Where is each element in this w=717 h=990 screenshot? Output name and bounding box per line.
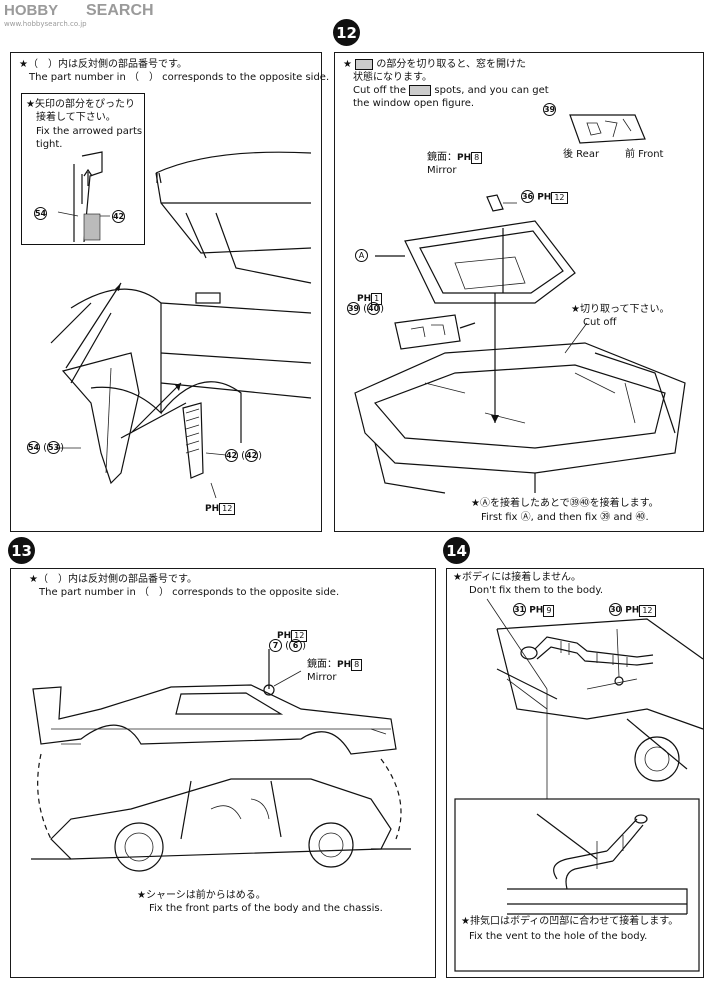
exhaust-illustration xyxy=(454,598,704,972)
step13-bottom-en: Fix the front parts of the body and the … xyxy=(149,903,383,914)
step-12-number: 12 xyxy=(333,19,360,46)
step13-note-jp: ★（ ）内は反対側の部品番号です。 xyxy=(29,574,197,585)
inset-note-en2: tight. xyxy=(36,139,63,150)
mirror-en-13: Mirror xyxy=(307,672,337,683)
inset-note-en1: Fix the arrowed parts xyxy=(36,126,143,137)
part-54: 54 xyxy=(27,441,40,454)
inset-note-jp1: ★矢印の部分をぴったり xyxy=(26,99,135,110)
cut-off-en: Cut off xyxy=(583,317,617,328)
part-39-illustration xyxy=(569,114,646,144)
inset-box: ★矢印の部分をぴったり 接着して下さい。 Fix the arrowed par… xyxy=(21,93,145,245)
part-39-inset: 39 xyxy=(543,103,556,116)
step14-note-en2: Fix the vent to the hole of the body. xyxy=(469,931,648,942)
logo-text: SEARCH xyxy=(86,2,154,19)
step-13-number: 13 xyxy=(8,537,35,564)
inset-part-54: 54 xyxy=(34,207,47,220)
step12-note-jp2: 状態になります。 xyxy=(353,72,432,83)
label-42-42: 42 (42) xyxy=(225,449,262,462)
step14-note-en1: Don't fix them to the body. xyxy=(469,585,604,596)
step13-bottom-jp: ★シャーシは前からはめる。 xyxy=(137,890,266,901)
logo-subtext: www.hobbysearch.co.jp xyxy=(4,20,87,28)
inset-note-jp2: 接着して下さい。 xyxy=(36,112,116,123)
step12-note-jp1: ★ の部分を切り取ると、窓を開けた xyxy=(343,58,526,70)
step-12-panel: ★ の部分を切り取ると、窓を開けた 状態になります。 Cut off the s… xyxy=(334,52,704,532)
body-chassis-illustration xyxy=(31,649,411,872)
inset-fender-illustration xyxy=(57,151,110,243)
step-14-number: 14 xyxy=(443,537,470,564)
site-logo: HOBBY SEARCH www.hobbysearch.co.jp xyxy=(0,0,170,32)
step-13-panel: ★（ ）内は反対側の部品番号です。 The part number in （ ）… xyxy=(10,568,436,978)
label-54-53: 54 (53) xyxy=(27,441,64,454)
label-39-40: 39 (40) xyxy=(347,302,384,315)
step-11-panel: ★（ ）内は反対側の部品番号です。 The part number in （ ）… xyxy=(10,52,329,532)
part-53: 53 xyxy=(47,441,61,454)
step12-note-en2: the window open figure. xyxy=(353,98,475,109)
logo-prefix: HOBBY xyxy=(4,2,59,19)
rear-label: 後 Rear xyxy=(563,149,600,160)
label-7-6: 7 (6) xyxy=(269,639,306,652)
part-42-opposite: 42 xyxy=(245,449,259,462)
step13-note-en: The part number in （ ） corresponds to th… xyxy=(39,587,340,598)
part-42: 42 xyxy=(225,449,238,462)
inset-part-42: 42 xyxy=(112,210,125,223)
step-14-panel: ★ボディには接着しません。 Don't fix them to the body… xyxy=(446,568,704,978)
car-body-side-illustration xyxy=(50,151,312,499)
step12-bottom-jp: ★Ⓐを接着したあとで㊴㊵を接着します。 xyxy=(471,498,659,509)
step12-bottom-en: First fix Ⓐ, and then fix ㊴ and ㊵. xyxy=(481,512,649,523)
step14-note-jp1: ★ボディには接着しません。 xyxy=(453,572,581,583)
step14-note-jp2: ★排気口はボディの凹部に合わせて接着します。 xyxy=(461,916,679,927)
step11-note-jp: ★（ ）内は反対側の部品番号です。 xyxy=(19,59,187,70)
chassis-interior-illustration xyxy=(354,194,686,494)
part-a-label: A xyxy=(355,249,368,262)
step11-note-en: The part number in （ ） corresponds to th… xyxy=(29,72,330,83)
cut-off-jp: ★切り取って下さい。 xyxy=(571,304,670,315)
front-label: 前 Front xyxy=(625,149,664,160)
step12-note-en1: Cut off the spots, and you can get xyxy=(353,84,549,96)
mirror-en-12: Mirror xyxy=(427,165,457,176)
